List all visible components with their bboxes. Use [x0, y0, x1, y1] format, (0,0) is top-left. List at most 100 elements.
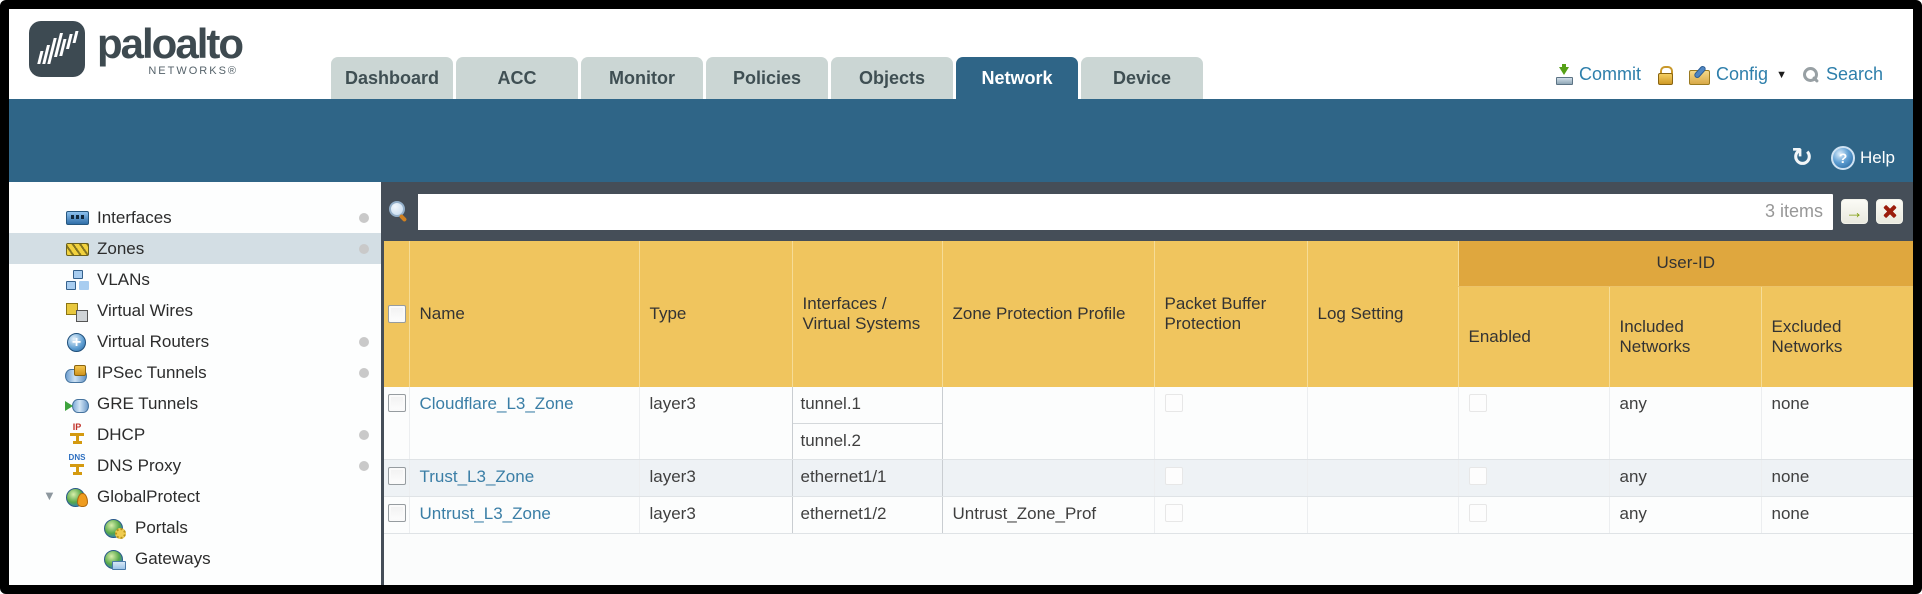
tab-acc[interactable]: ACC: [456, 57, 578, 99]
sidebar-item-gre-tunnels[interactable]: GRE Tunnels: [9, 388, 381, 419]
excluded-networks-cell: none: [1760, 387, 1913, 460]
help-label: Help: [1860, 148, 1895, 167]
interfaces-icon: [65, 207, 89, 229]
sidebar-item-dns-proxy[interactable]: DNS Proxy: [9, 450, 381, 481]
sidebar-item-label: Virtual Routers: [97, 331, 210, 351]
sidebar-item-label: DNS Proxy: [97, 455, 182, 475]
paloalto-logo: paloalto NETWORKS®: [29, 21, 244, 77]
packet-buffer-checkbox[interactable]: [1164, 394, 1183, 412]
column-header-zone-protection[interactable]: Zone Protection Profile: [941, 241, 1154, 387]
packet-buffer-protection-cell: [1153, 496, 1307, 534]
vlans-icon: [65, 269, 89, 291]
dns-proxy-icon: [65, 453, 89, 477]
clear-filter-button[interactable]: [1876, 199, 1903, 224]
zone-type-cell: layer3: [638, 459, 792, 497]
lock-icon[interactable]: [1657, 65, 1674, 85]
sidebar-item-virtual-routers[interactable]: Virtual Routers: [9, 326, 381, 357]
chevron-down-icon: ▼: [1776, 68, 1787, 81]
zone-name-link[interactable]: Cloudflare_L3_Zone: [419, 394, 574, 413]
packet-buffer-checkbox[interactable]: [1164, 504, 1183, 522]
gateways-icon: [103, 548, 127, 570]
apply-filter-button[interactable]: →: [1841, 199, 1868, 224]
sidebar-item-ipsec-tunnels[interactable]: IPSec Tunnels: [9, 357, 381, 388]
tab-network[interactable]: Network: [956, 57, 1078, 99]
zone-name-cell: Untrust_L3_Zone: [408, 496, 639, 534]
config-menu-button[interactable]: Config ▼: [1689, 64, 1787, 85]
select-all-checkbox[interactable]: [388, 305, 406, 323]
row-checkbox[interactable]: [388, 394, 406, 412]
sidebar-item-label: GRE Tunnels: [97, 393, 199, 413]
packet-buffer-checkbox[interactable]: [1164, 467, 1183, 485]
sidebar-item-zones[interactable]: Zones: [9, 233, 381, 264]
column-header-log-setting[interactable]: Log Setting: [1306, 241, 1458, 387]
virtual-routers-icon: [65, 331, 89, 353]
zone-type-cell: layer3: [638, 496, 792, 534]
user-id-group-header: User-ID: [1457, 241, 1913, 287]
sidebar-item-globalprotect[interactable]: ▼ GlobalProtect: [9, 481, 381, 512]
row-select-cell: [384, 459, 409, 497]
interface-entry: tunnel.1: [800, 394, 862, 413]
commit-label: Commit: [1579, 64, 1642, 84]
sidebar-item-portals[interactable]: Portals: [9, 512, 381, 543]
sidebar-item-vlans[interactable]: VLANs: [9, 264, 381, 295]
column-header-type[interactable]: Type: [638, 241, 792, 387]
zones-icon: [65, 238, 89, 260]
tab-device[interactable]: Device: [1081, 57, 1203, 99]
sidebar-item-label: VLANs: [97, 269, 150, 289]
column-header-packet-buffer[interactable]: Packet Buffer Protection: [1153, 241, 1307, 387]
excluded-networks-cell: none: [1760, 496, 1913, 534]
commit-button[interactable]: Commit: [1555, 63, 1642, 85]
user-id-enabled-checkbox[interactable]: [1468, 467, 1487, 485]
search-label: Search: [1825, 64, 1883, 84]
search-icon: [1802, 66, 1820, 83]
empty-area: [384, 534, 1913, 585]
paloalto-logo-icon: [29, 21, 85, 77]
filter-input[interactable]: [418, 193, 1765, 230]
refresh-icon[interactable]: ↻: [1791, 142, 1814, 172]
filter-search-icon: [388, 200, 410, 223]
interface-entry: ethernet1/1: [800, 467, 887, 486]
included-networks-cell: any: [1608, 387, 1761, 460]
zones-table-wrap: Name Type Interfaces / Virtual Systems Z…: [384, 241, 1913, 534]
zones-main-pane: 3 items → Name Type: [381, 182, 1913, 585]
select-all-header: [384, 241, 409, 387]
item-count: 3 items: [1764, 201, 1823, 221]
sidebar-item-label: GlobalProtect: [97, 486, 200, 506]
user-id-enabled-cell: [1457, 387, 1609, 460]
column-header-interfaces[interactable]: Interfaces / Virtual Systems: [791, 241, 942, 387]
column-header-name[interactable]: Name: [408, 241, 639, 387]
column-header-excluded-networks[interactable]: Excluded Networks: [1760, 286, 1913, 387]
zone-name-link[interactable]: Trust_L3_Zone: [419, 467, 535, 486]
row-checkbox[interactable]: [388, 504, 406, 522]
ipsec-tunnels-icon: [65, 362, 89, 384]
column-header-enabled[interactable]: Enabled: [1457, 286, 1609, 387]
zone-name-cell: Cloudflare_L3_Zone: [408, 387, 639, 460]
user-id-enabled-checkbox[interactable]: [1468, 394, 1487, 412]
user-id-enabled-checkbox[interactable]: [1468, 504, 1487, 522]
tab-objects[interactable]: Objects: [831, 57, 953, 99]
zone-name-link[interactable]: Untrust_L3_Zone: [419, 504, 551, 523]
dhcp-icon: [65, 422, 89, 446]
search-button[interactable]: Search: [1802, 64, 1883, 85]
row-select-cell: [384, 496, 409, 534]
packet-buffer-protection-cell: [1153, 459, 1307, 497]
expander-icon[interactable]: ▼: [43, 488, 56, 503]
tab-dashboard[interactable]: Dashboard: [331, 57, 453, 99]
help-button[interactable]: ? Help: [1831, 146, 1895, 170]
globalprotect-icon: [65, 486, 89, 508]
tab-monitor[interactable]: Monitor: [581, 57, 703, 99]
row-checkbox[interactable]: [388, 467, 406, 485]
sidebar-item-virtual-wires[interactable]: Virtual Wires: [9, 295, 381, 326]
included-networks-cell: any: [1608, 496, 1761, 534]
log-setting-cell: [1306, 387, 1458, 460]
sidebar-item-dhcp[interactable]: DHCP: [9, 419, 381, 450]
sidebar-dot-indicator: [359, 429, 369, 440]
sidebar-item-gateways[interactable]: Gateways: [9, 543, 381, 574]
tab-policies[interactable]: Policies: [706, 57, 828, 99]
column-header-included-networks[interactable]: Included Networks: [1608, 286, 1761, 387]
sidebar-item-interfaces[interactable]: Interfaces: [9, 202, 381, 233]
